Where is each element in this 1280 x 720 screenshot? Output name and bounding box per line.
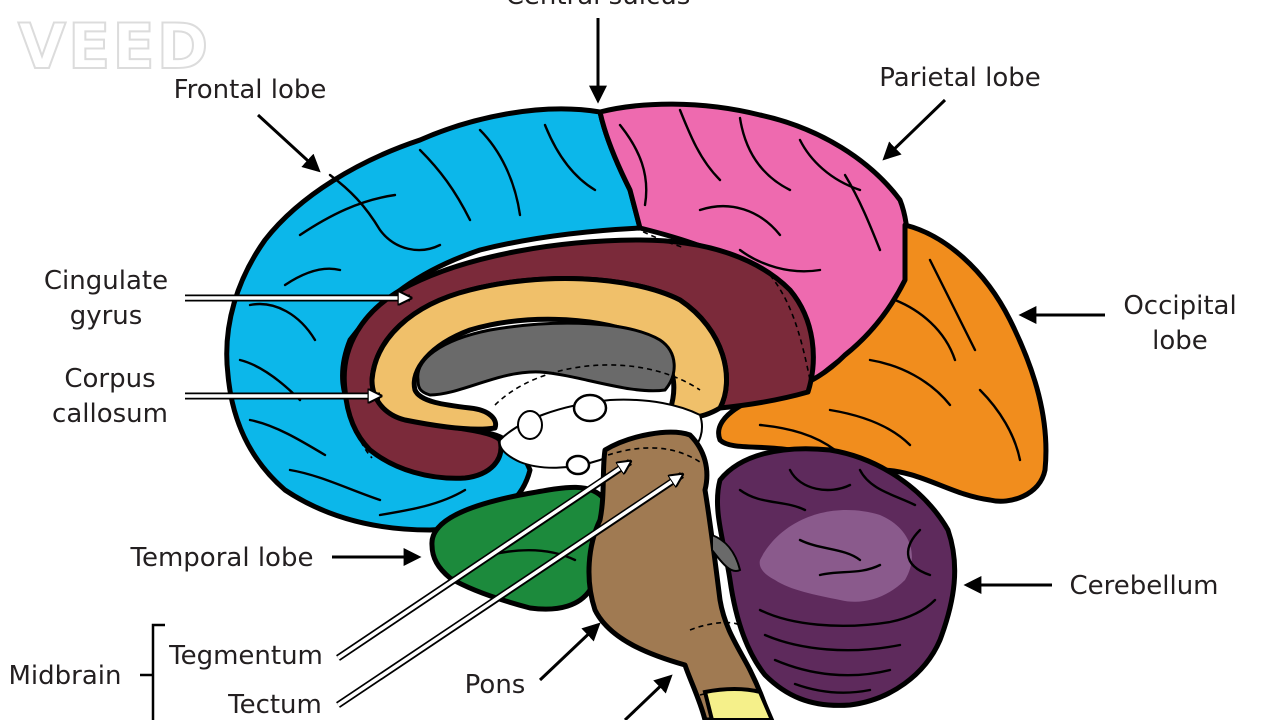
cingulate-gyrus-label-line1: Cingulate	[44, 266, 168, 296]
temporal-lobe-label: Temporal lobe	[130, 543, 314, 573]
fornix-shape	[517, 410, 543, 440]
midbrain-label: Midbrain	[9, 661, 122, 691]
arbor-vitae-shape	[759, 510, 912, 602]
cingulate-gyrus-label-line2: gyrus	[70, 301, 143, 331]
corpus-callosum-label-line2: callosum	[52, 399, 168, 429]
central-sulcus-label: Central sulcus	[506, 0, 691, 11]
tegmentum-label: Tegmentum	[168, 641, 323, 671]
parietal-lobe-label: Parietal lobe	[879, 63, 1041, 93]
anterior-commissure-shape	[572, 393, 608, 423]
pons-label: Pons	[465, 670, 526, 700]
cerebellum-folia	[738, 468, 937, 694]
mammillary-body-shape	[565, 454, 591, 476]
tectum-tegmentum-division	[607, 447, 701, 463]
cortex-folds	[238, 108, 1022, 562]
pons-arrow	[538, 622, 601, 682]
fourth-ventricle-shape	[711, 533, 742, 572]
occipital-lobe-label-line2: lobe	[1152, 326, 1208, 356]
corpus-callosum-label-line1: Corpus	[64, 364, 155, 394]
veed-watermark: VEED	[18, 10, 210, 83]
lateral-ventricle-region	[416, 321, 676, 397]
parietal-occipital-dashed-line	[769, 274, 811, 381]
midbrain-bracket	[140, 623, 165, 720]
frontal-lobe-label: Frontal lobe	[174, 75, 327, 105]
tegmentum-arrow	[336, 459, 630, 661]
medulla-arrow	[623, 674, 673, 720]
diencephalon-outline-dashed	[494, 364, 701, 406]
medulla-region	[702, 687, 775, 720]
tectum-arrow	[336, 472, 682, 708]
frontal-lobe-arrow	[256, 113, 321, 173]
parietal-lobe-arrow	[882, 98, 947, 161]
central-sulcus-dashed-line	[634, 227, 686, 249]
occipital-lobe-label-line1: Occipital	[1123, 291, 1236, 321]
cerebellum-label: Cerebellum	[1069, 571, 1218, 601]
tectum-label: Tectum	[227, 690, 322, 720]
